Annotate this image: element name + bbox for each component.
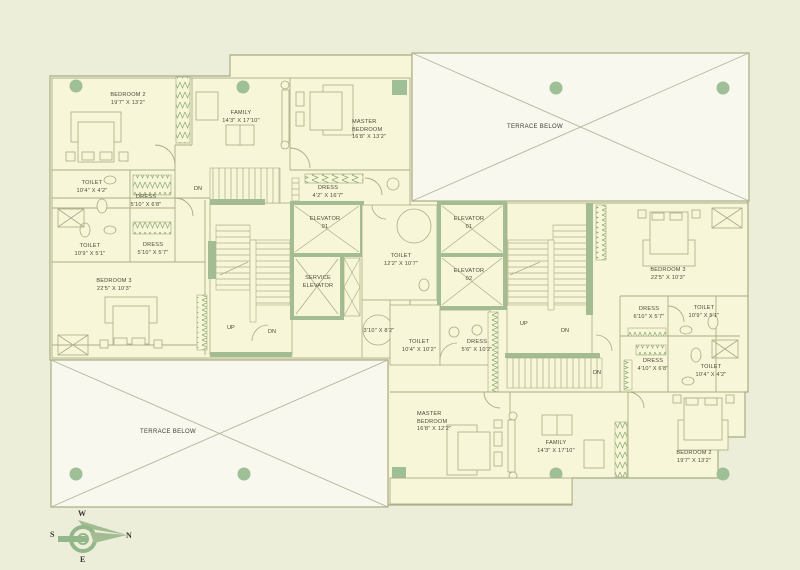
room-label-central-round: 3'10" X 8'2": [363, 328, 395, 334]
wardrobe: [175, 76, 191, 144]
terrace-label-north-east: TERRACE BELOW: [507, 124, 563, 130]
sofa-icon: [195, 80, 290, 150]
stair-label-dn: DN: [561, 328, 570, 334]
column: [716, 467, 730, 481]
compass-north-label: N: [126, 531, 132, 540]
wardrobe: [132, 221, 172, 235]
shaft-icon: [57, 208, 89, 356]
wardrobe: [614, 421, 628, 478]
column: [549, 467, 563, 481]
sofa-icon: [507, 411, 605, 481]
bed-icon: [446, 419, 503, 476]
terrace-south-west: [50, 359, 389, 508]
central-toilet: [361, 204, 438, 359]
terrace-north-east: [411, 52, 750, 202]
elevator-shafts-east: [437, 201, 507, 310]
toilet-fixtures: [79, 175, 117, 238]
stair-label-dn: DN: [268, 329, 277, 335]
east-master-bath: [389, 304, 491, 366]
wardrobe: [635, 344, 667, 356]
bed-icon: [295, 84, 354, 136]
bed-icon: [637, 209, 701, 267]
column: [392, 80, 407, 95]
bed-icon: [99, 296, 163, 349]
compass-south-label: S: [50, 530, 55, 539]
stair-label-up: UP: [520, 321, 528, 327]
column: [69, 79, 83, 93]
elevator-shafts-west: [290, 201, 364, 320]
column: [392, 467, 406, 481]
toilet-fixtures: [679, 314, 719, 386]
compass-icon: [58, 520, 127, 553]
compass-east-label: E: [80, 555, 86, 564]
shelf: [291, 177, 300, 203]
west-stair-core: [208, 167, 293, 357]
shaft-icon: [711, 207, 743, 359]
wardrobe: [627, 327, 667, 337]
wardrobe: [623, 359, 633, 391]
compass-west-label: W: [78, 509, 86, 518]
terrace-label-south-west: TERRACE BELOW: [140, 429, 196, 435]
east-unit-walls: [390, 202, 748, 478]
bed-icon: [672, 394, 735, 451]
bed-icon: [65, 111, 129, 163]
column: [236, 80, 250, 94]
east-stair-core: [505, 202, 613, 389]
wardrobe: [196, 294, 208, 351]
wardrobe: [132, 174, 172, 196]
balcony: [389, 477, 573, 505]
stair-label-dn: DN: [194, 186, 203, 192]
stair-label-dn: DN: [593, 370, 602, 376]
wardrobe: [304, 173, 364, 184]
basin-icon: [386, 177, 400, 191]
stair-label-up: UP: [227, 325, 235, 331]
